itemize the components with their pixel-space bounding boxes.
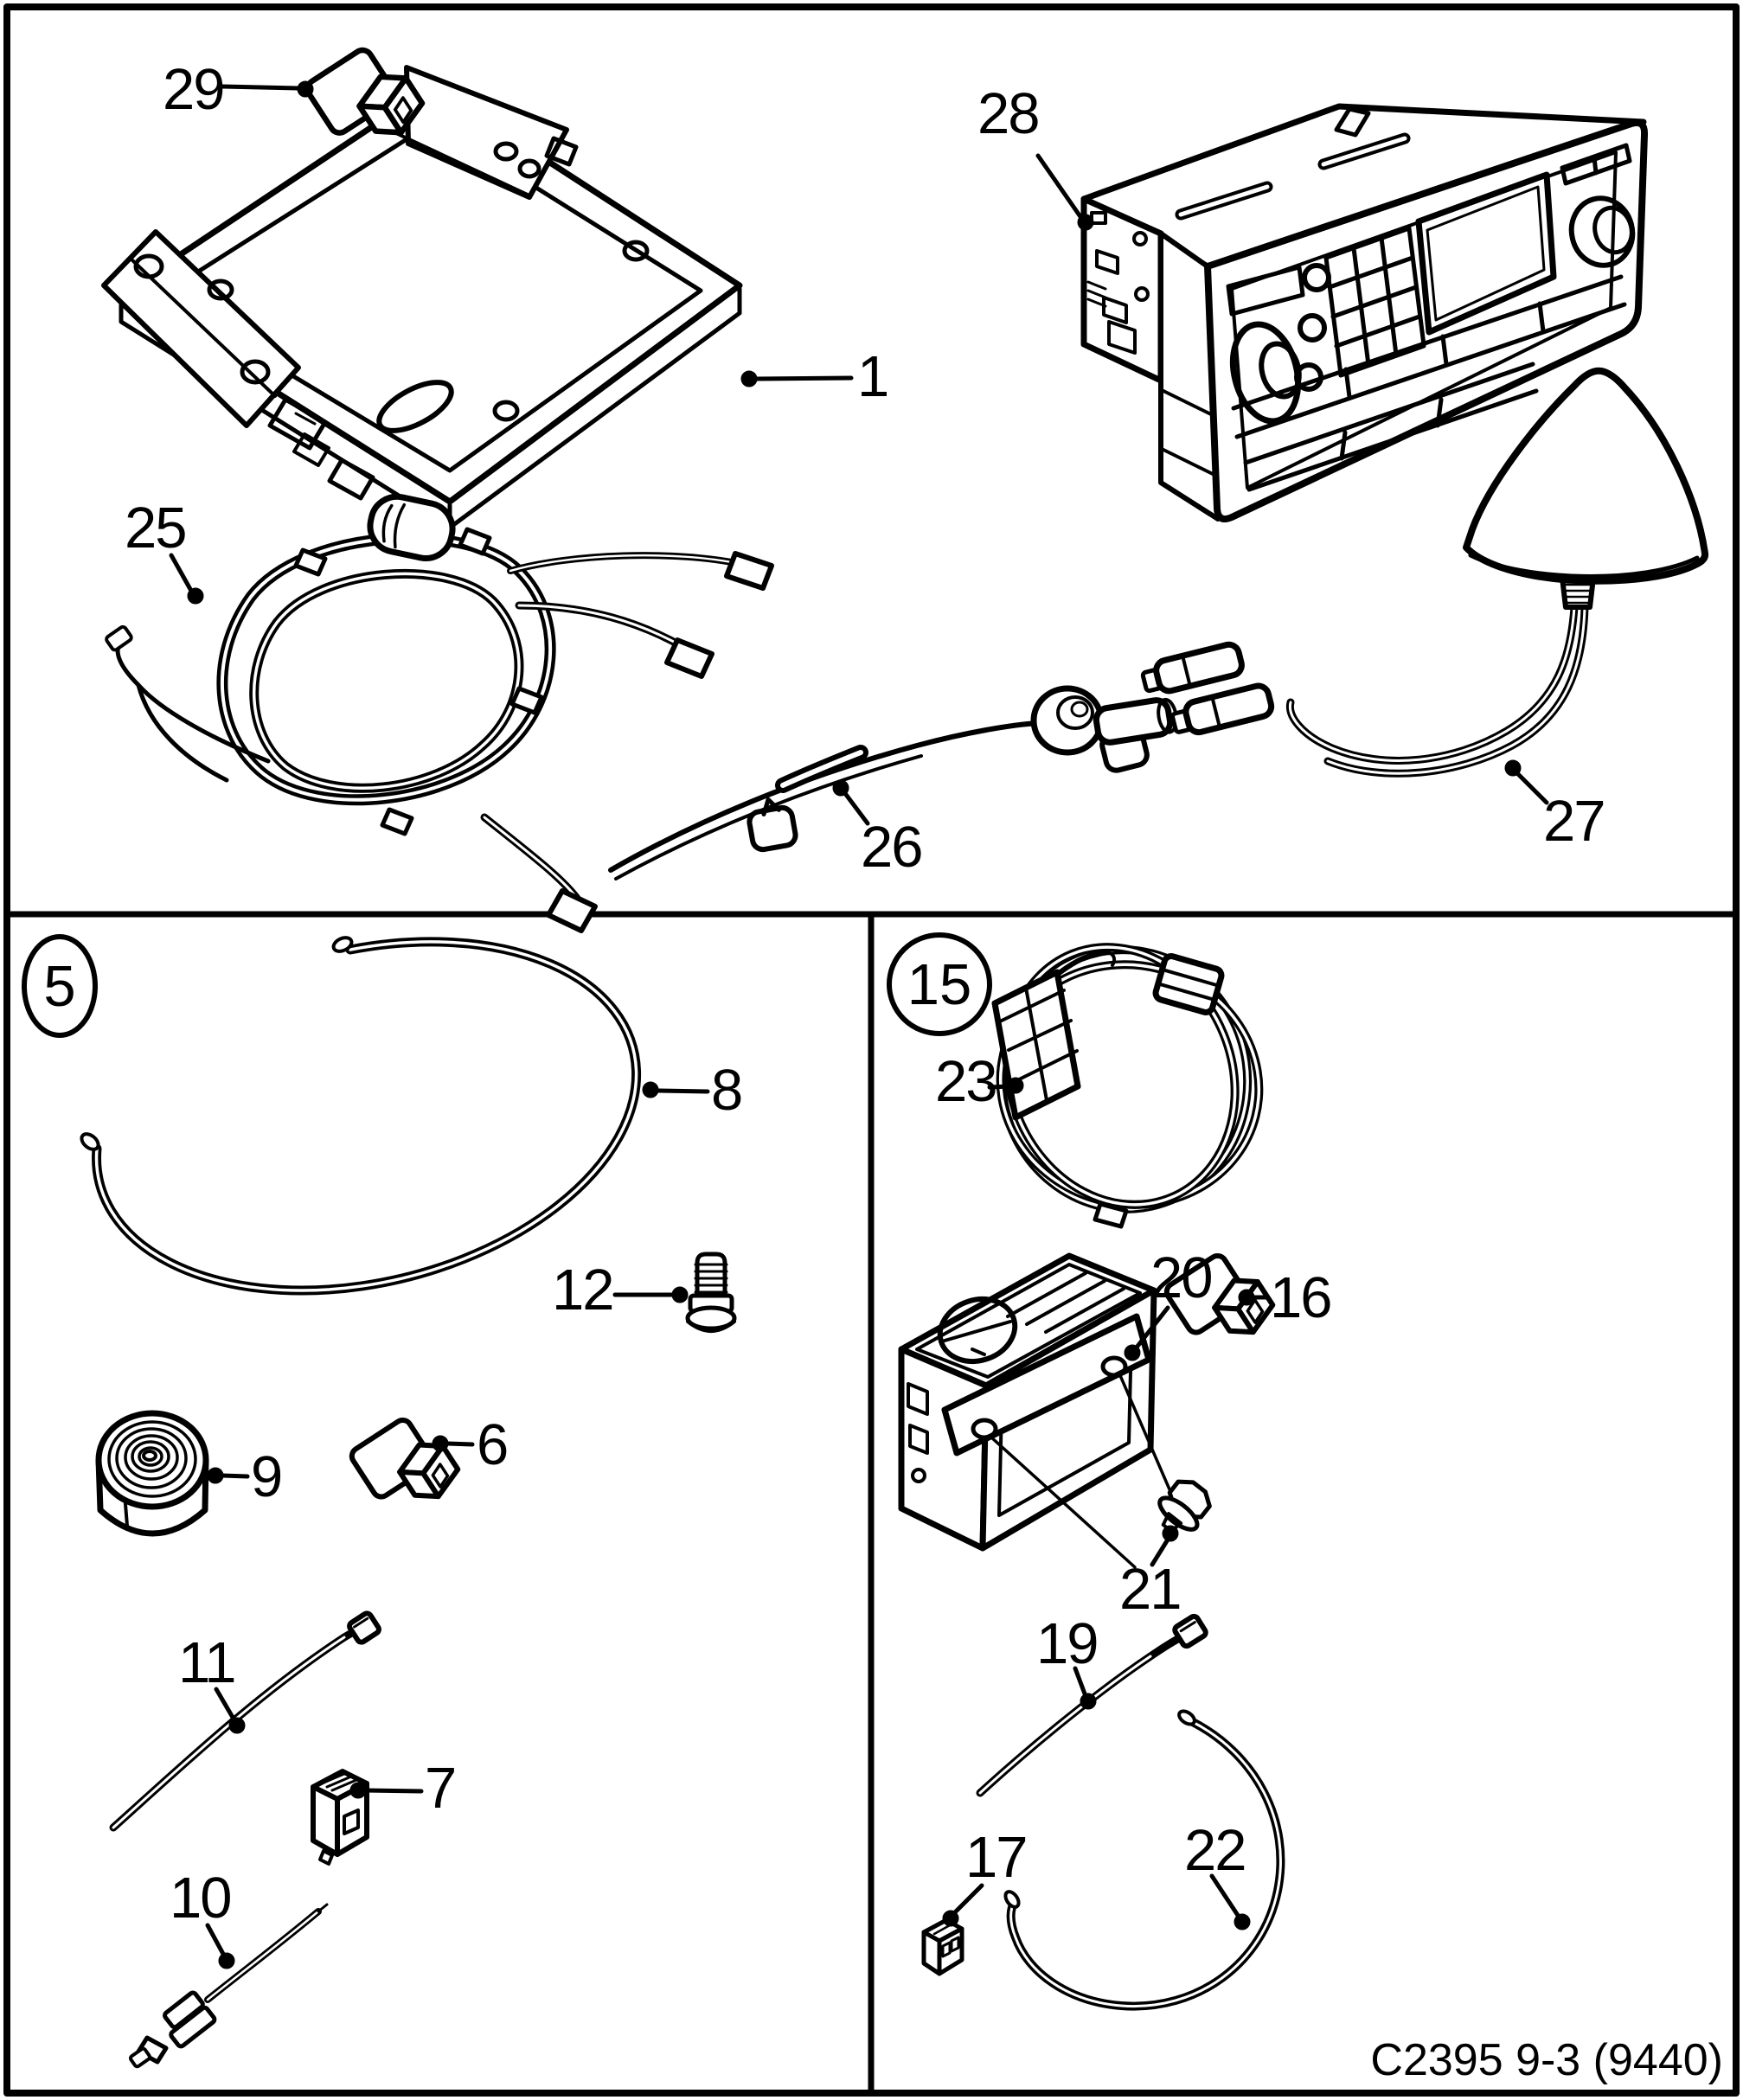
callout-17: 17: [965, 1825, 1028, 1890]
part-28-head-unit-drawing: [1080, 103, 1649, 522]
callout-29: 29: [163, 57, 226, 122]
leader-25: [169, 553, 204, 605]
leader-29: [221, 80, 314, 98]
part-10-cable-tie-drawing: [128, 1903, 329, 2069]
part-26-antenna-cable-drawing: [608, 685, 1178, 880]
part-29-clip-drawing: [304, 37, 531, 197]
leader-6: [432, 1435, 475, 1452]
leader-27: [1504, 759, 1549, 805]
callout-20: 20: [1150, 1245, 1214, 1310]
callout-6: 6: [477, 1412, 509, 1477]
part-27-roof-antenna-drawing: [1140, 367, 1709, 778]
leader-7: [349, 1782, 424, 1799]
callout-9: 9: [251, 1444, 283, 1509]
section-badge-5: 5: [43, 953, 76, 1019]
section-5-badge-circle: [22, 934, 98, 1038]
part-17-connector-drawing: [921, 1918, 964, 1976]
callout-19: 19: [1036, 1611, 1099, 1676]
callout-11: 11: [178, 1630, 237, 1695]
callout-16: 16: [1270, 1265, 1333, 1330]
callout-1: 1: [857, 344, 889, 409]
callout-25: 25: [125, 496, 188, 560]
part-12-screw-drawing: [685, 1252, 737, 1333]
callout-23: 23: [935, 1049, 998, 1114]
drawing-code: C2395 9-3 (9440): [1370, 2035, 1723, 2085]
part-22-cable-drawing: [1003, 1709, 1285, 2011]
part-8-cable-drawing: [80, 936, 642, 1296]
leader-23: [987, 1077, 1024, 1094]
section-badge-15: 15: [907, 951, 972, 1017]
callout-28: 28: [977, 81, 1041, 146]
leader-11: [214, 1687, 246, 1734]
leader-10: [205, 1923, 235, 1969]
callout-26: 26: [861, 815, 924, 880]
callout-21: 21: [1119, 1557, 1182, 1622]
leader-16: [1238, 1289, 1269, 1306]
callout-8: 8: [711, 1058, 743, 1123]
part-9-tape-roll-drawing: [95, 1410, 209, 1537]
leader-17: [942, 1883, 984, 1927]
part-20-module-drawing: [898, 1252, 1171, 1569]
part-23-harness-coil-drawing: [991, 943, 1264, 1229]
panel-frame: [3, 3, 1740, 2097]
leader-26: [832, 779, 870, 826]
leader-9: [207, 1467, 250, 1484]
section-15-badge-circle: [887, 932, 992, 1036]
leader-20: [1124, 1305, 1170, 1361]
part-21-bolt-drawing: [1157, 1479, 1212, 1533]
callout-12: 12: [552, 1258, 615, 1322]
leader-28: [1035, 153, 1094, 231]
leader-8: [642, 1081, 710, 1098]
part-25-wiring-harness-drawing: [105, 493, 774, 933]
callout-22: 22: [1184, 1818, 1247, 1883]
part-19-cable-tie-drawing: [976, 1613, 1208, 1797]
callout-leaders: [169, 80, 1549, 1969]
callout-10: 10: [170, 1866, 233, 1930]
part-1-mounting-bracket-drawing: [101, 65, 743, 530]
leader-21: [1150, 1525, 1179, 1567]
leader-22: [1209, 1873, 1251, 1930]
callout-27: 27: [1543, 789, 1606, 854]
leader-19: [1073, 1666, 1097, 1710]
leader-1: [740, 370, 854, 387]
leader-12: [612, 1286, 689, 1303]
part-11-cable-tie-drawing: [109, 1610, 381, 1832]
callout-7: 7: [425, 1756, 457, 1821]
part-6-clip-drawing: [349, 1408, 465, 1524]
